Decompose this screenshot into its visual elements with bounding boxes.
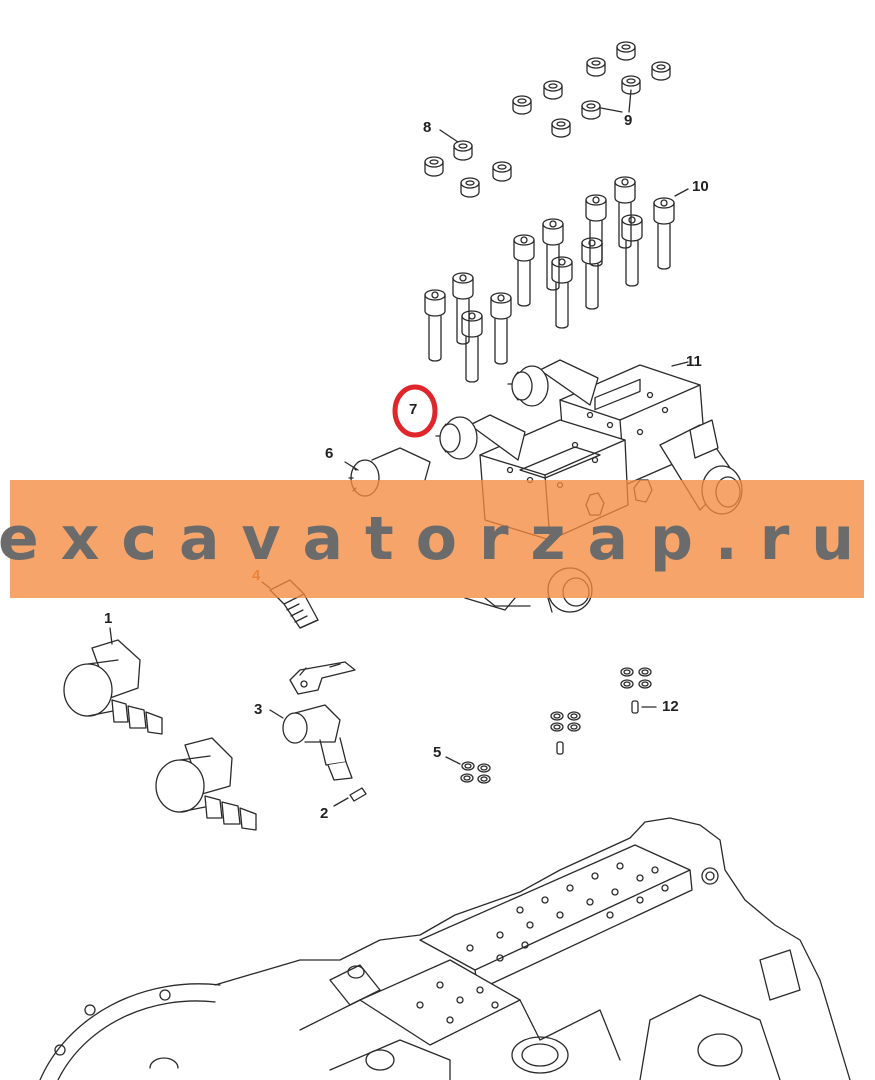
pin-2	[333, 787, 367, 807]
callout-6: 6	[325, 445, 334, 462]
pump-housing	[39, 817, 851, 1080]
bolt-group-10	[513, 176, 689, 329]
highlight-ring-7	[392, 384, 438, 438]
callout-5: 5	[433, 744, 442, 761]
watermark-banner	[10, 480, 864, 598]
orings-5	[445, 756, 491, 784]
bracket	[289, 661, 356, 695]
callout-7: 7	[409, 401, 418, 418]
solenoid-valve-1-lower	[155, 737, 257, 831]
watermark-text: excavatorzap.ru	[0, 504, 875, 574]
callout-3: 3	[254, 701, 263, 718]
callout-1: 1	[104, 610, 113, 627]
solenoid-valve-1-upper	[63, 627, 163, 735]
callout-12: 12	[662, 698, 679, 715]
callout-2: 2	[320, 805, 329, 822]
orings-12	[620, 667, 657, 714]
callout-11: 11	[686, 353, 702, 370]
orings-center	[550, 711, 581, 755]
callout-9: 9	[624, 112, 633, 129]
washer-group-9	[512, 41, 671, 138]
bolt-group-10b	[424, 272, 512, 383]
washer-group-8	[424, 129, 512, 198]
callout-10: 10	[692, 178, 709, 195]
callout-8: 8	[423, 119, 432, 136]
elbow-fitting-3	[269, 704, 353, 781]
